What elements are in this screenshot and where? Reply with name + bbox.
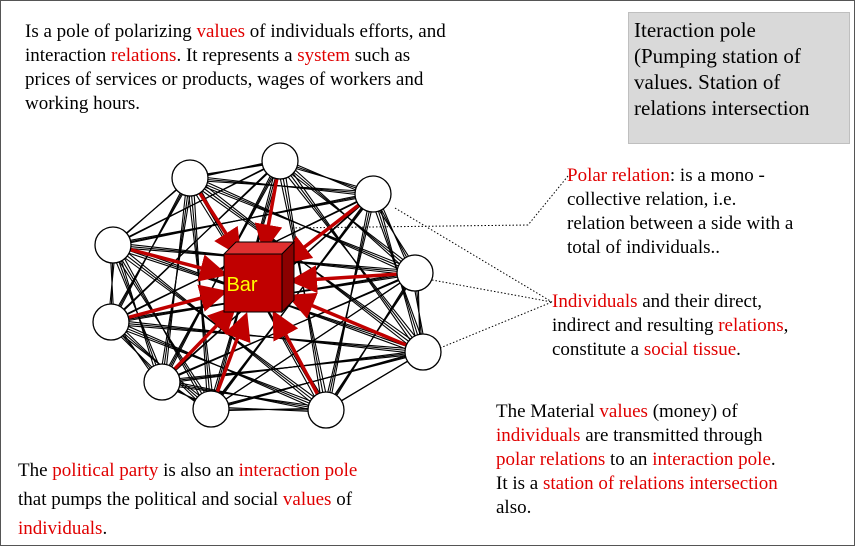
bar-label: Bar [226, 274, 257, 296]
relation-line [158, 175, 194, 385]
relation-line [282, 158, 421, 355]
relation-line [113, 319, 421, 355]
polar-arrow [272, 310, 320, 395]
relation-line [207, 349, 427, 412]
relation-line [322, 270, 419, 413]
relation-line [158, 349, 427, 385]
polar-arrow [173, 305, 237, 371]
individual-node [396, 254, 434, 292]
individual-node [143, 363, 181, 401]
polar-relation-note: Polar relation: is a mono - collective r… [567, 165, 794, 258]
callout-dotted-lines [289, 175, 569, 349]
cube-side-face [281, 240, 295, 314]
individual-node [171, 159, 209, 197]
polar-relation-arrows [127, 178, 408, 395]
individual-node [354, 175, 392, 213]
intro-paragraph: Is a pole of polarizing values of indivi… [25, 21, 446, 114]
individual-node [94, 226, 132, 264]
individual-node [307, 391, 345, 429]
polar-arrow [254, 178, 283, 253]
title-line-4: relations intersection [634, 96, 810, 120]
callout-line [431, 279, 553, 303]
relation-line [113, 319, 324, 413]
political-party-note: The political party is also an interacti… [18, 460, 358, 539]
relation-line [107, 158, 284, 325]
bar-cube: Bar [222, 240, 296, 314]
cube-front-face [223, 253, 283, 313]
title-box: Iteraction pole (Pumping station of valu… [628, 12, 850, 144]
polar-arrow [288, 265, 398, 294]
title-line-3: values. Station of [634, 70, 781, 94]
relation-line [109, 158, 284, 248]
individual-node [92, 303, 130, 341]
individual-node [404, 333, 442, 371]
polar-arrow [198, 192, 242, 257]
individuals-note: Individuals and their direct, indirect a… [552, 291, 789, 360]
title-line-1: Iteraction pole [634, 18, 756, 42]
relation-line [109, 191, 377, 248]
polar-arrow [215, 312, 251, 393]
relations-mesh [107, 158, 427, 413]
individual-node [261, 142, 299, 180]
relation-line [192, 175, 413, 276]
individual-nodes [92, 142, 442, 429]
callout-line [527, 175, 569, 226]
polar-arrow [129, 247, 229, 282]
polar-arrow [286, 292, 408, 347]
polar-arrow [127, 284, 229, 320]
material-values-note: The Material values (money) of individua… [496, 401, 778, 518]
callout-line [289, 224, 529, 229]
title-line-2: (Pumping station of [634, 44, 801, 68]
polar-arrow [282, 203, 360, 265]
relation-line [164, 379, 324, 413]
callout-line [394, 207, 553, 303]
individual-node [192, 390, 230, 428]
callout-line [439, 301, 553, 349]
